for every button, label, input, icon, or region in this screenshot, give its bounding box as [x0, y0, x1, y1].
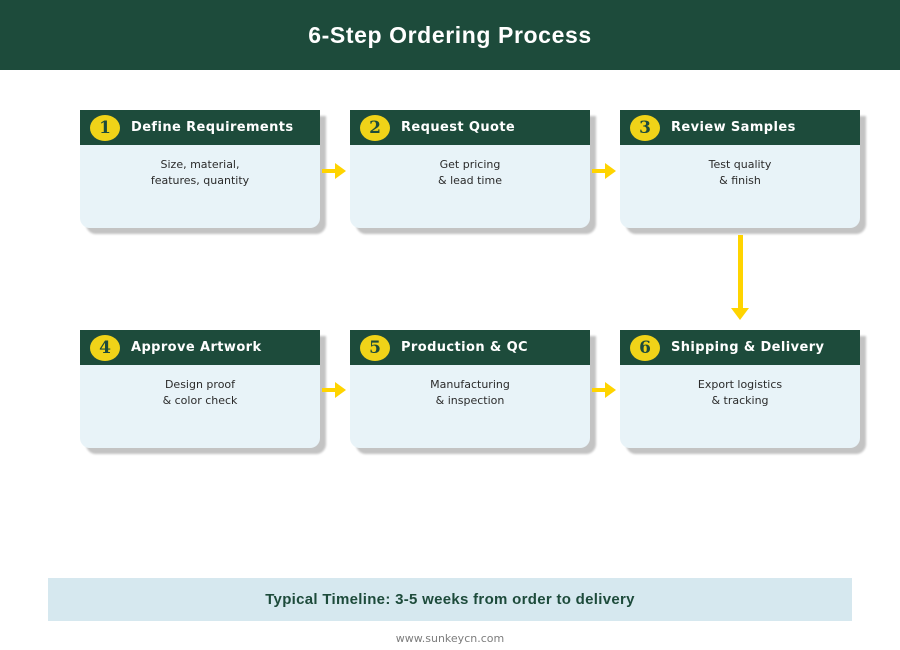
- step-title: Shipping & Delivery: [671, 340, 825, 355]
- step-number-badge: 2: [360, 114, 390, 141]
- step-card-5-header: 5 Production & QC: [350, 330, 590, 365]
- step-card-6: 6 Shipping & Delivery Export logistics &…: [620, 330, 860, 448]
- step-description-line: & tracking: [711, 394, 769, 407]
- step-card-4: 4 Approve Artwork Design proof & color c…: [80, 330, 320, 448]
- step-description-line: Test quality: [708, 158, 772, 171]
- step-description: Size, material, features, quantity: [80, 145, 320, 189]
- step-description-line: & finish: [719, 174, 761, 187]
- step-number-badge: 5: [360, 334, 390, 361]
- arrow-right-icon: [322, 382, 346, 398]
- step-number-badge: 6: [630, 334, 660, 361]
- step-card-1: 1 Define Requirements Size, material, fe…: [80, 110, 320, 228]
- step-card-2: 2 Request Quote Get pricing & lead time: [350, 110, 590, 228]
- step-title: Request Quote: [401, 120, 516, 135]
- arrow-down-icon: [731, 235, 750, 321]
- step-description: Test quality & finish: [620, 145, 860, 189]
- step-description-line: & inspection: [435, 394, 505, 407]
- step-description: Manufacturing & inspection: [350, 365, 590, 409]
- footer-website: www.sunkeycn.com: [395, 632, 505, 645]
- arrow-right-icon: [322, 163, 346, 179]
- step-description: Get pricing & lead time: [350, 145, 590, 189]
- step-description: Export logistics & tracking: [620, 365, 860, 409]
- step-card-1-header: 1 Define Requirements: [80, 110, 320, 145]
- page-title: 6-Step Ordering Process: [308, 21, 592, 48]
- step-description-line: & lead time: [438, 174, 502, 187]
- step-title: Review Samples: [671, 120, 796, 135]
- timeline-text: Typical Timeline: 3-5 weeks from order t…: [265, 591, 635, 608]
- step-card-6-header: 6 Shipping & Delivery: [620, 330, 860, 365]
- step-title: Approve Artwork: [131, 340, 262, 355]
- step-card-4-header: 4 Approve Artwork: [80, 330, 320, 365]
- timeline-banner: Typical Timeline: 3-5 weeks from order t…: [48, 578, 852, 621]
- step-title: Define Requirements: [131, 120, 294, 135]
- step-description-line: & color check: [162, 394, 238, 407]
- step-description-line: Export logistics: [697, 378, 783, 391]
- step-description-line: Manufacturing: [430, 378, 510, 391]
- step-description-line: Get pricing: [439, 158, 501, 171]
- step-card-3-header: 3 Review Samples: [620, 110, 860, 145]
- step-card-2-header: 2 Request Quote: [350, 110, 590, 145]
- title-bar: 6-Step Ordering Process: [0, 0, 900, 70]
- step-description-line: features, quantity: [150, 174, 250, 187]
- arrow-right-icon: [592, 163, 616, 179]
- step-description: Design proof & color check: [80, 365, 320, 409]
- step-number-badge: 3: [630, 114, 660, 141]
- step-card-5: 5 Production & QC Manufacturing & inspec…: [350, 330, 590, 448]
- step-description-line: Design proof: [164, 378, 236, 391]
- step-description-line: Size, material,: [160, 158, 240, 171]
- step-title: Production & QC: [401, 340, 528, 355]
- step-number-badge: 4: [90, 334, 120, 361]
- arrow-right-icon: [592, 382, 616, 398]
- step-number-badge: 1: [90, 114, 120, 141]
- step-card-3: 3 Review Samples Test quality & finish: [620, 110, 860, 228]
